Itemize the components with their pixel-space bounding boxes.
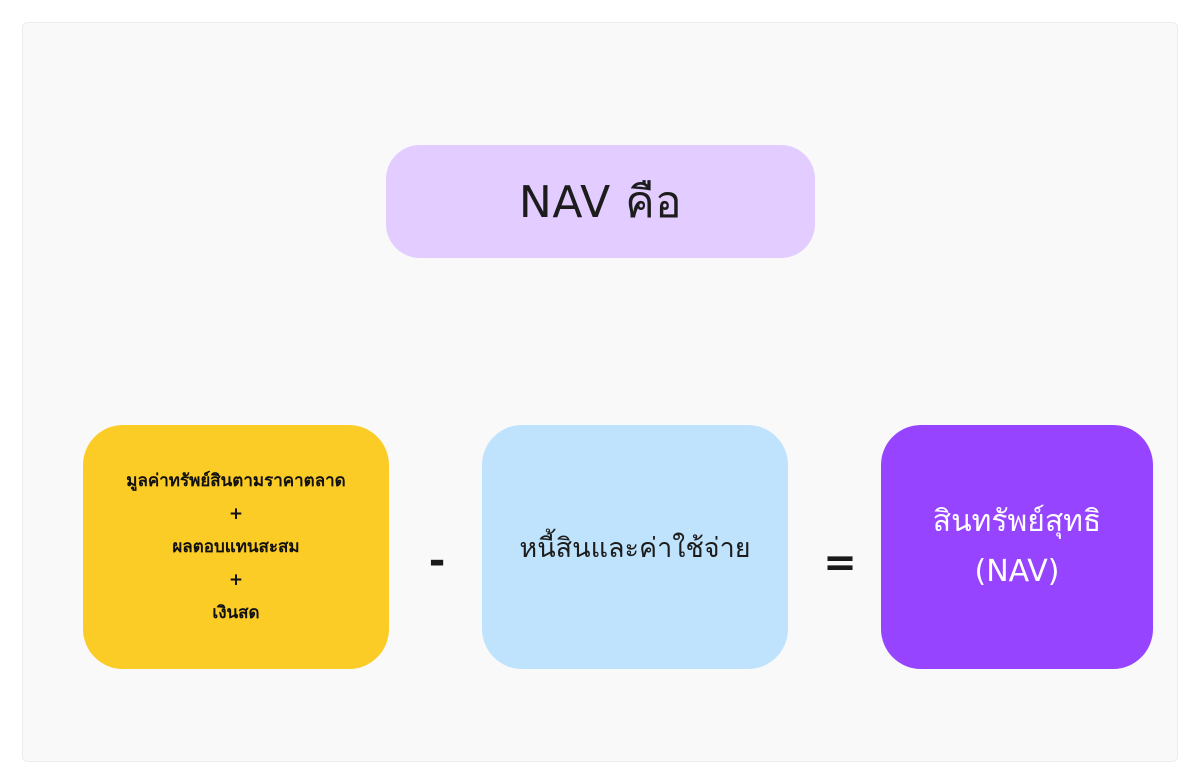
assets-plus-2: +	[228, 569, 244, 590]
nav-label: สินทรัพย์สุทธิ	[932, 504, 1102, 539]
assets-box: มูลค่าทรัพย์สินตามราคาตลาด + ผลตอบแทนสะส…	[83, 425, 389, 669]
liabilities-box: หนี้สินและค่าใช้จ่าย	[482, 425, 788, 669]
liabilities-text: หนี้สินและค่าใช้จ่าย	[519, 532, 751, 564]
equals-operator: =	[823, 540, 857, 586]
assets-line-market-value: มูลค่าทรัพย์สินตามราคาตลาด	[126, 470, 346, 491]
nav-box: สินทรัพย์สุทธิ (NAV)	[881, 425, 1153, 669]
title-text: NAV คือ	[518, 176, 683, 228]
nav-abbreviation: (NAV)	[974, 554, 1060, 589]
assets-line-accumulated-return: ผลตอบแทนสะสม	[172, 536, 300, 557]
title-box: NAV คือ	[386, 145, 815, 258]
assets-plus-1: +	[228, 503, 244, 524]
minus-operator: -	[428, 538, 446, 584]
assets-line-cash: เงินสด	[212, 602, 260, 623]
